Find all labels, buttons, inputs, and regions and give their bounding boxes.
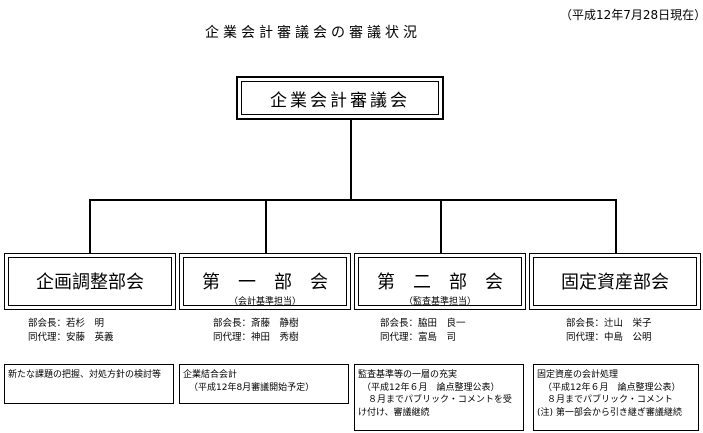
- connector-drop-3: [440, 199, 442, 253]
- agenda-box-first: 企業結合会計 （平成12年8月審議開始予定）: [179, 364, 349, 404]
- agenda-line: け付け、審議継続: [358, 407, 430, 418]
- subcommittee-name: 第 一 部 会: [202, 272, 328, 293]
- agenda-line: ８月までパブリック・コメントを受: [368, 395, 512, 405]
- subcommittee-note: （監査基準担当）: [403, 297, 476, 307]
- agenda-line: 固定資産の会計処理: [537, 370, 619, 380]
- connector-drop-1: [89, 199, 91, 253]
- subcommittee-members-second: 部会長：脇田 良一 同代理：富島 司: [380, 317, 466, 345]
- vice-chair: 同代理：安藤 英義: [28, 332, 114, 343]
- agenda-line: 監査基準等の一層の充実: [358, 370, 458, 380]
- chair: 部会長：斎藤 静樹: [213, 318, 299, 329]
- agenda-box-fixed-assets: 固定資産の会計処理 （平成12年６月 論点整理公表） ８月までパブリック・コメン…: [533, 364, 699, 431]
- connector-drop-4: [615, 199, 617, 253]
- agenda-box-second: 監査基準等の一層の充実 （平成12年６月 論点整理公表） ８月までパブリック・コ…: [354, 364, 524, 431]
- chair: 部会長：辻山 栄子: [566, 318, 652, 329]
- vice-chair: 同代理：中島 公明: [566, 332, 652, 343]
- chair: 部会長：脇田 良一: [380, 318, 466, 329]
- subcommittee-members-first: 部会長：斎藤 静樹 同代理：神田 秀樹: [213, 317, 299, 345]
- vice-chair: 同代理：富島 司: [380, 332, 457, 343]
- agenda-line: (注) 第一部会から引き継ぎ審議継続: [537, 407, 682, 418]
- subcommittee-members-planning: 部会長：若杉 明 同代理：安藤 英義: [28, 317, 114, 345]
- agenda-line: 企業結合会計: [183, 370, 238, 380]
- agenda-box-planning: 新たな課題の把握、対処方針の検討等: [4, 364, 174, 404]
- subcommittee-box-fixed-assets: 固定資産部会: [529, 253, 701, 310]
- council-box: 企業会計審議会: [236, 76, 444, 120]
- connector-horizontal: [89, 199, 617, 201]
- chair: 部会長：若杉 明: [28, 318, 105, 329]
- agenda-line: ８月までパブリック・コメント: [547, 395, 673, 405]
- agenda-line: （平成12年６月 論点整理公表）: [362, 382, 500, 393]
- subcommittee-box-second: 第 二 部 会 （監査基準担当）: [354, 253, 526, 310]
- connector-trunk: [350, 120, 352, 200]
- council-label: 企業会計審議会: [241, 81, 439, 115]
- agenda-line: 新たな課題の把握、対処方針の検討等: [8, 370, 162, 380]
- agenda-line: （平成12年8月審議開始予定）: [189, 382, 315, 393]
- vice-chair: 同代理：神田 秀樹: [213, 332, 299, 343]
- as-of-date: （平成12年7月28日現在）: [560, 8, 703, 22]
- subcommittee-box-planning: 企画調整部会: [4, 253, 176, 310]
- subcommittee-name: 第 二 部 会: [377, 272, 503, 293]
- subcommittee-box-first: 第 一 部 会 （会計基準担当）: [179, 253, 351, 310]
- subcommittee-name: 企画調整部会: [36, 272, 144, 293]
- subcommittee-note: （会計基準担当）: [228, 297, 301, 307]
- subcommittee-members-fixed-assets: 部会長：辻山 栄子 同代理：中島 公明: [566, 317, 652, 345]
- connector-drop-2: [265, 199, 267, 253]
- page-title: 企業会計審議会の審議状況: [205, 25, 421, 41]
- subcommittee-name: 固定資産部会: [561, 272, 669, 293]
- agenda-line: （平成12年６月 論点整理公表）: [543, 382, 681, 393]
